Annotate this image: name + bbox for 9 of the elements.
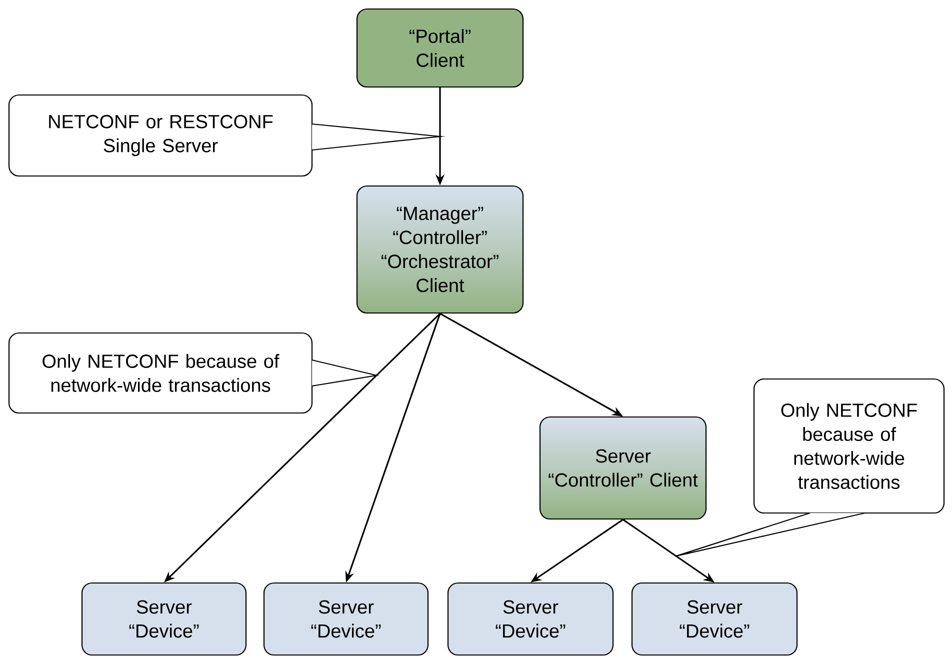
server-box: Server “Controller” Client (539, 416, 707, 520)
device-box: Server “Device” (447, 582, 614, 656)
callout-bubble: NETCONF or RESTCONF Single Server (8, 94, 446, 177)
callout-bubble: Only NETCONF because of network-wide transactions (8, 332, 380, 414)
client-box: “Portal” Client (356, 8, 524, 88)
device-box: Server “Device” (263, 582, 429, 656)
device-box: Server “Device” (631, 582, 798, 656)
device-box: Server “Device” (81, 582, 247, 656)
client-box: “Manager” “Controller” “Orchestrator” Client (356, 185, 524, 314)
